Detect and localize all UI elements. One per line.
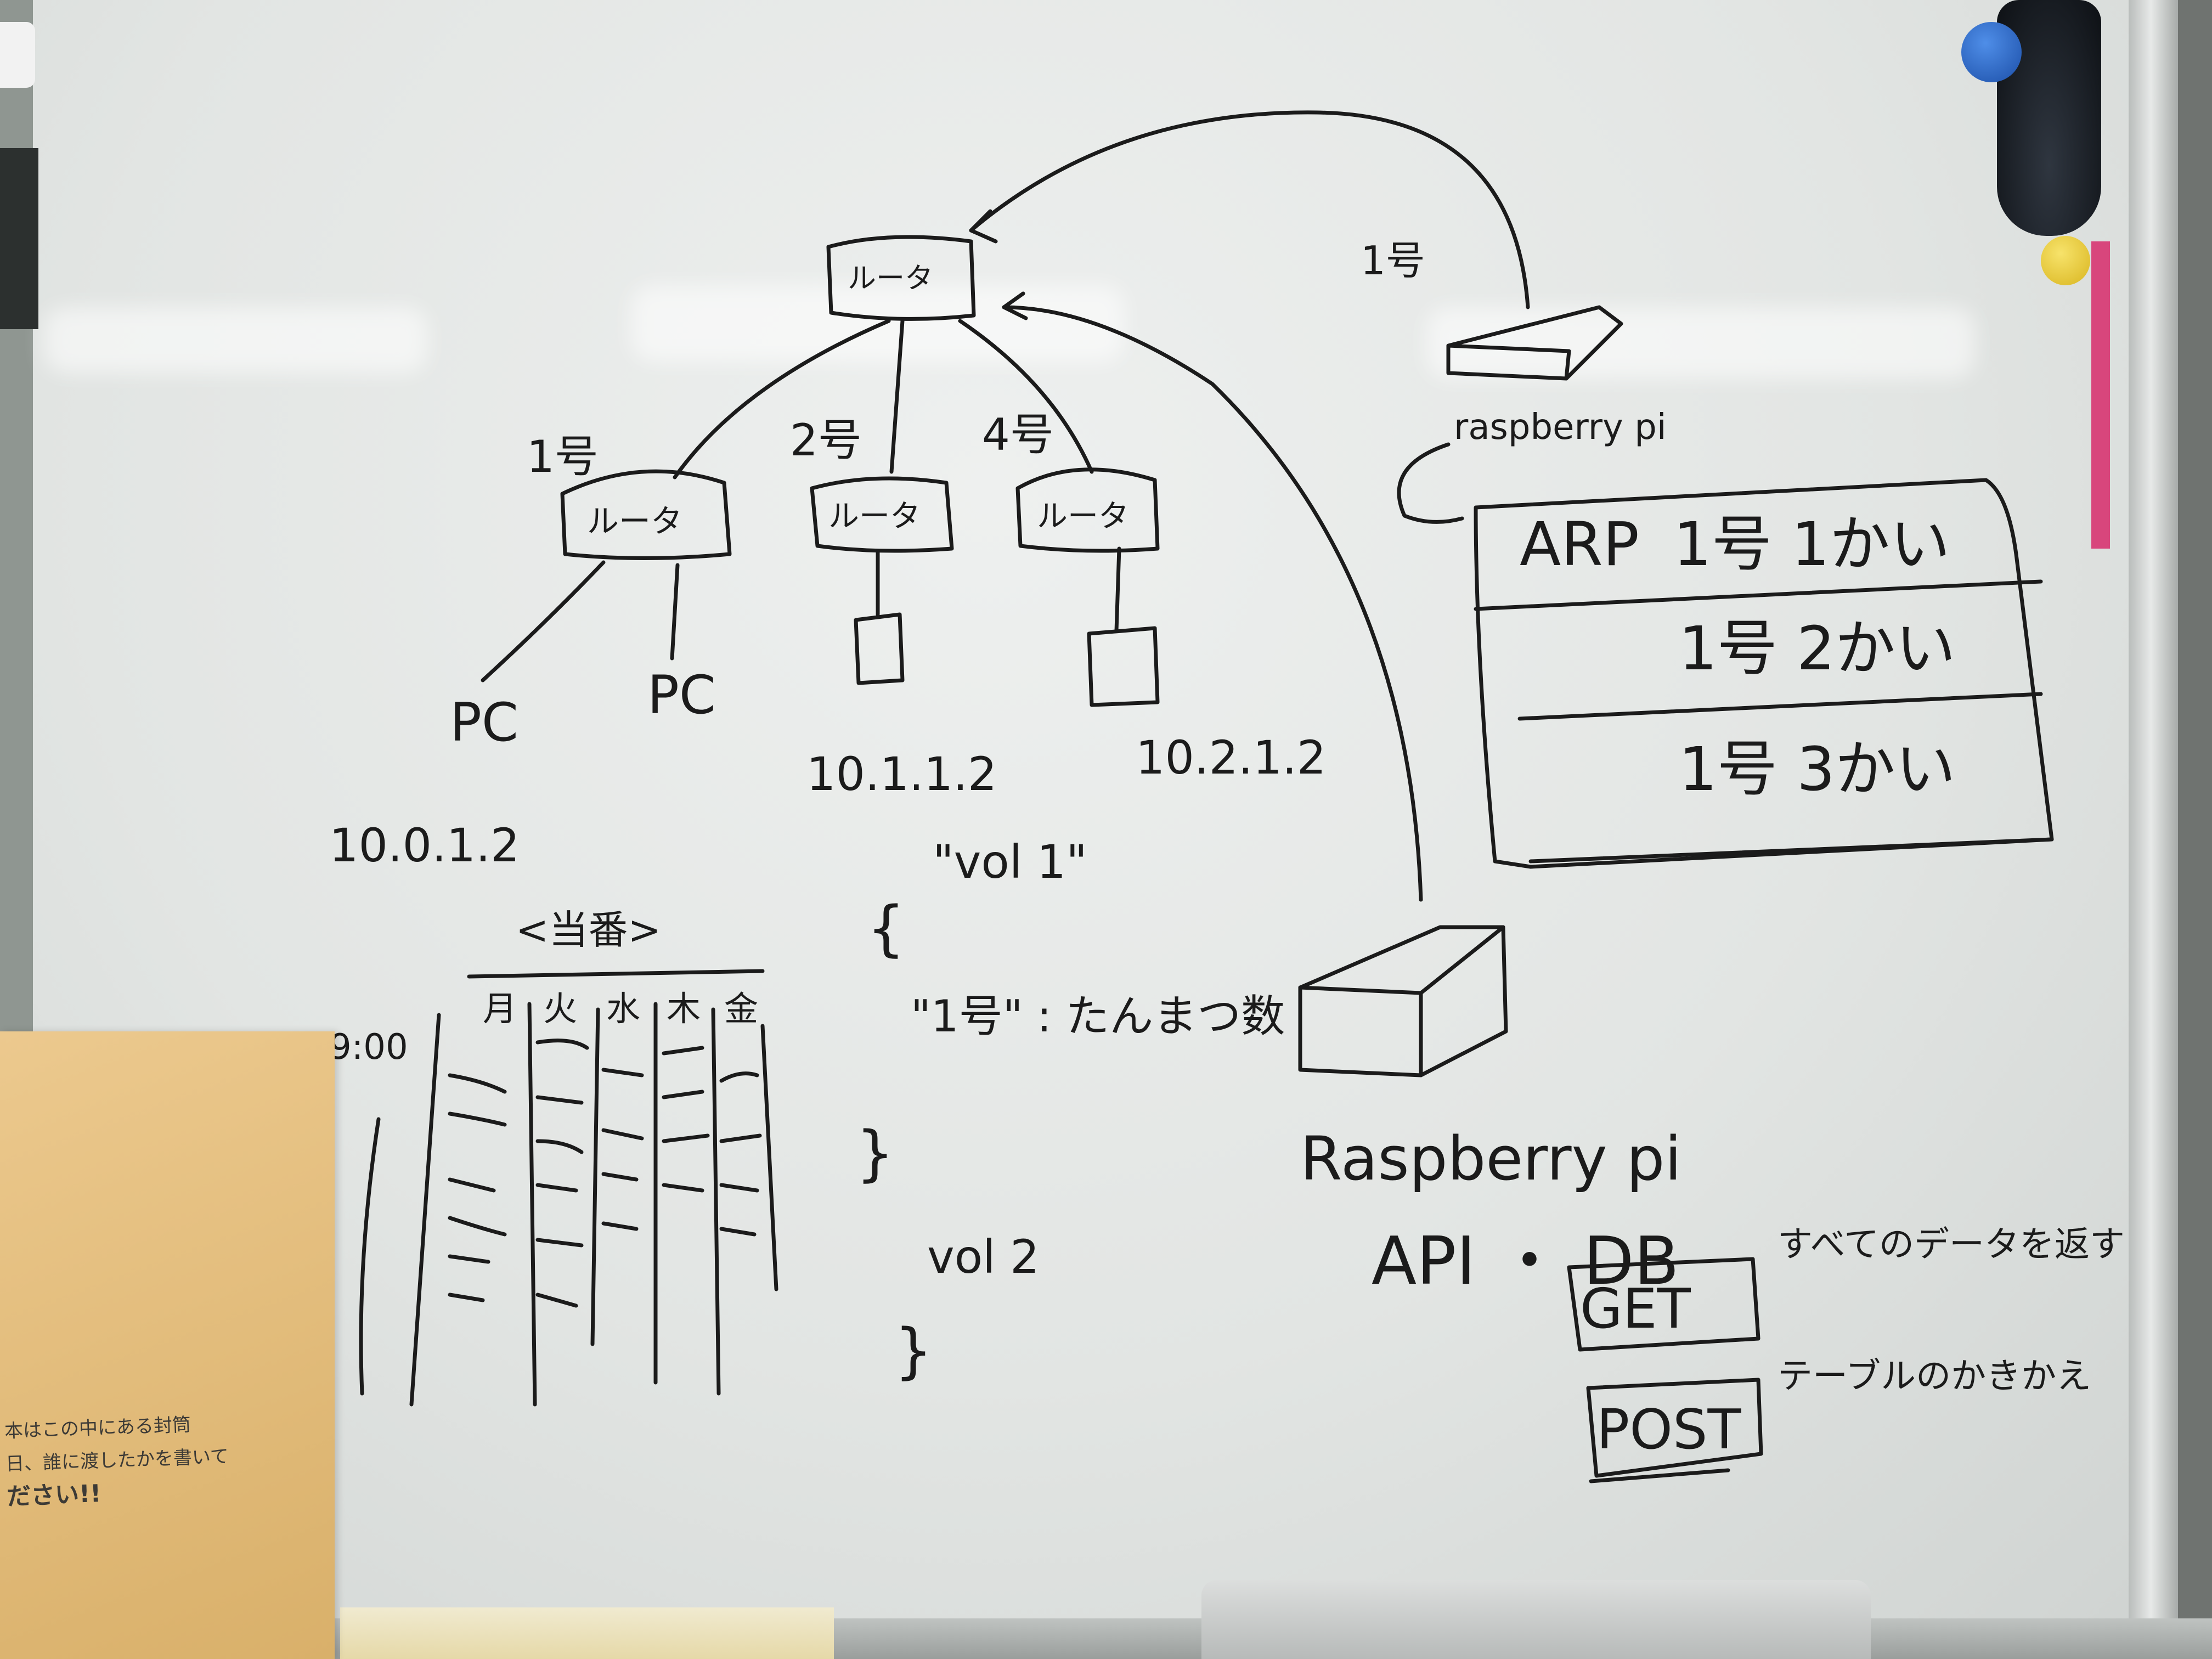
- pi-top-box: [1446, 305, 1623, 381]
- schedule-day-wed: 水: [606, 989, 640, 1029]
- link: [670, 563, 680, 661]
- schedule-entries: [662, 1046, 710, 1193]
- pink-strip: [2091, 241, 2110, 549]
- terminal-2: [854, 612, 905, 685]
- schedule-entries: [601, 1068, 644, 1231]
- json-key: "1号" : たんまつ数: [911, 991, 1285, 1042]
- schedule-day-fri: 金: [724, 989, 758, 1029]
- router-2-number: 2号: [790, 415, 862, 466]
- schedule-col: [760, 1024, 778, 1291]
- link: [1114, 546, 1121, 633]
- router-2: [810, 476, 954, 553]
- board-clip: [0, 22, 35, 88]
- router-1-number: 1号: [527, 431, 599, 482]
- yellow-magnet: [2041, 236, 2090, 285]
- router-1: [560, 469, 732, 560]
- dark-tab: [0, 148, 38, 329]
- post-note: テーブルのかきかえ: [1778, 1356, 2091, 1397]
- pc-1: PC: [450, 692, 518, 753]
- schedule-col: [409, 1013, 441, 1407]
- glare: [1426, 307, 1975, 379]
- whiteboard: [33, 0, 2162, 1640]
- json-open-brace: {: [867, 893, 905, 963]
- post-box: [1586, 1378, 1763, 1478]
- schedule-day-mon: 月: [483, 989, 517, 1029]
- json-vol1: "vol 1": [933, 835, 1087, 889]
- link: [958, 319, 1094, 474]
- envelope: [0, 1031, 335, 1659]
- get-box: [1567, 1257, 1760, 1352]
- link: [481, 560, 606, 682]
- pi-top-label: raspberry pi: [1454, 407, 1667, 448]
- ip-mid: 10.1.1.2: [806, 747, 997, 801]
- schedule-title: <当番>: [516, 907, 661, 953]
- envelope-text: 本はこの中にある封筒 日、誰に渡したかを書いて ださい!!: [4, 1405, 292, 1514]
- pi-bottom-box: [1298, 925, 1508, 1077]
- glare: [44, 307, 428, 373]
- router-4-number: 4号: [982, 409, 1054, 460]
- arp-table-frame: [1474, 478, 2054, 869]
- arrow-head: [1002, 291, 1028, 320]
- schedule-entries: [719, 1071, 762, 1237]
- laptop: [1201, 1580, 1871, 1659]
- json-close-brace: }: [856, 1118, 894, 1188]
- schedule-day-thu: 木: [667, 989, 701, 1029]
- link: [889, 319, 905, 474]
- get-label: GET: [1580, 1277, 1691, 1341]
- post-underline: [1589, 1468, 1730, 1483]
- schedule-day-tue: 火: [543, 989, 577, 1029]
- link-pi-bottom: [1002, 305, 1423, 902]
- sticky-note: [340, 1607, 834, 1659]
- pc-2: PC: [647, 664, 716, 726]
- pi-bottom-label: Raspberry pi: [1300, 1124, 1681, 1194]
- link: [673, 319, 891, 479]
- table-rule: [1517, 692, 2043, 721]
- wall: [2178, 0, 2212, 1659]
- schedule-col: [711, 1007, 721, 1396]
- schedule-time: 9:00: [329, 1027, 408, 1068]
- router-1-label: ルータ: [587, 503, 682, 540]
- schedule-bracket: [359, 1117, 381, 1396]
- top-router-label: ルータ: [848, 262, 933, 295]
- ip-right: 10.2.1.2: [1136, 731, 1326, 785]
- table-rule: [1474, 579, 2043, 611]
- router-4-label: ルータ: [1037, 499, 1129, 534]
- json-vol2: vol 2: [927, 1230, 1040, 1284]
- blue-magnet: [1961, 22, 2022, 82]
- post-label: POST: [1596, 1397, 1741, 1462]
- arc-pi-to-router: [969, 110, 1530, 309]
- table-rule: [1528, 837, 2054, 864]
- arp-header: ARP: [1520, 509, 1639, 579]
- router-2-label: ルータ: [828, 499, 921, 534]
- board-frame: [2129, 0, 2178, 1659]
- arp-row-3: 1号 3かい: [1679, 734, 1956, 804]
- top-router-box: [826, 235, 976, 321]
- get-note: すべてのデータを返す: [1778, 1224, 2125, 1265]
- ip-left: 10.0.1.2: [329, 819, 520, 872]
- api-db-label: API ・ DB: [1372, 1223, 1679, 1300]
- schedule-rule: [467, 969, 765, 979]
- schedule-entries: [448, 1073, 507, 1302]
- schedule-col: [527, 1002, 537, 1407]
- arp-row-1: 1号 1かい: [1673, 509, 1950, 579]
- json-close-brace-2: }: [894, 1316, 933, 1386]
- arrow-to-table: [1397, 442, 1464, 524]
- pi-bottom-edges: [1298, 925, 1505, 1077]
- arrow-head: [969, 209, 998, 244]
- schedule-col: [590, 1007, 600, 1346]
- router-4: [1015, 467, 1160, 553]
- arp-row-2: 1号 2かい: [1679, 613, 1956, 684]
- schedule-entries: [535, 1039, 589, 1308]
- terminal-4: [1087, 626, 1160, 707]
- top-link-label: 1号: [1361, 238, 1425, 284]
